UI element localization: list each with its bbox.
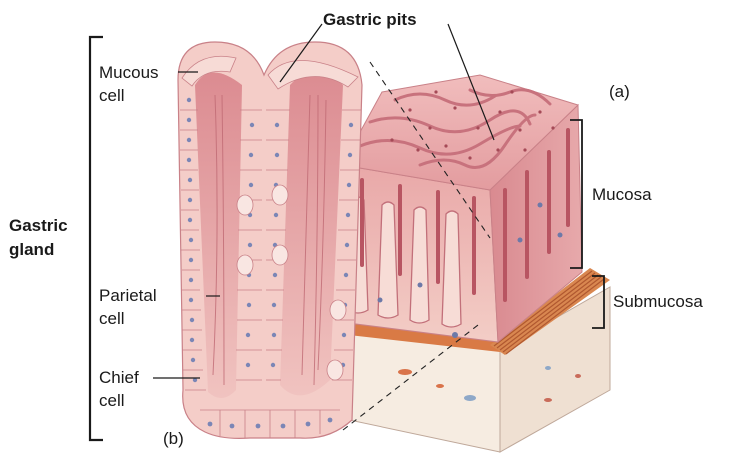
mucosa-label: Mucosa — [592, 184, 652, 205]
gastric-pits-label: Gastric pits — [323, 9, 417, 30]
chief-cell-label-line2: cell — [99, 390, 125, 411]
gastric-gland-label-line1: Gastric — [9, 215, 68, 236]
mucous-cell-label-line2: cell — [99, 85, 125, 106]
parietal-cell-label-line1: Parietal — [99, 285, 157, 306]
panel-a-label: (a) — [609, 81, 630, 102]
panel-b-label: (b) — [163, 428, 184, 449]
submucosa-front-face — [340, 332, 500, 452]
gastric-gland-illustration — [178, 42, 362, 438]
mucosa-block — [340, 75, 610, 452]
mucous-cell-label-line1: Mucous — [99, 62, 159, 83]
gastric-gland-label-line2: gland — [9, 239, 54, 260]
submucosa-label: Submucosa — [613, 291, 703, 312]
parietal-cell-label-line2: cell — [99, 308, 125, 329]
chief-cell-label-line1: Chief — [99, 367, 139, 388]
